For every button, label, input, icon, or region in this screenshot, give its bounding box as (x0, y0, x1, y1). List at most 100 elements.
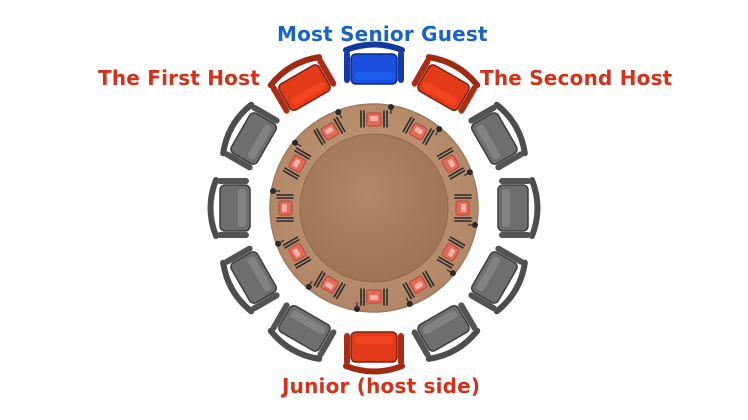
fork-0 (449, 236, 466, 247)
chair-arm-right (224, 151, 253, 171)
chair-seat-highlight (290, 310, 326, 335)
chair-backrest (425, 54, 481, 89)
fork-1 (448, 239, 464, 249)
chair-seat-highlight (422, 81, 458, 106)
place-setting-11 (313, 109, 346, 146)
label-second-host: The Second Host (480, 66, 673, 90)
wine-glass (335, 109, 342, 116)
place-setting-2 (436, 147, 473, 180)
chair-backrest (493, 259, 528, 315)
napkin-fold (447, 158, 456, 168)
chair-backrest (267, 54, 323, 89)
wine-glass (388, 104, 394, 110)
chair-guest-10 (220, 101, 280, 171)
place-setting-1 (402, 116, 443, 146)
knife-3 (313, 270, 324, 287)
knife-3 (436, 258, 453, 269)
chair-arm-left (217, 178, 249, 184)
label-junior-host-side: Junior (host side) (282, 374, 481, 398)
wine-glass (305, 283, 312, 290)
chair-guest-9 (207, 177, 251, 239)
chair-arm-right (217, 232, 249, 238)
place-setting-5 (402, 270, 435, 307)
knife-3 (295, 147, 312, 158)
napkin-fold (324, 126, 334, 135)
chair-backrest (207, 177, 219, 239)
chair-seat-highlight (290, 81, 326, 106)
label-most-senior-guest: Most Senior Guest (277, 22, 488, 46)
knife-3 (449, 169, 466, 180)
napkin-fold (370, 116, 378, 121)
chair-backrest (220, 259, 255, 315)
knife-3 (282, 236, 299, 247)
fork-0 (335, 283, 346, 300)
chair-arm-left (499, 232, 531, 238)
napkin-fold (292, 248, 301, 258)
chair-seat-highlight (247, 256, 272, 292)
wine-glass-stem (339, 114, 343, 119)
fork-0 (424, 270, 435, 287)
chair-guest-5 (411, 302, 481, 362)
chair-backrest (220, 101, 255, 157)
fork-0 (295, 258, 312, 269)
fork-1 (284, 167, 300, 177)
wine-glass (449, 270, 456, 277)
knife-2 (294, 150, 310, 160)
wine-glass-stem (297, 143, 302, 147)
chair-backrest (529, 177, 541, 239)
wine-glass (406, 300, 413, 307)
knife-3 (335, 116, 346, 133)
chair-backrest (343, 41, 405, 53)
chair-arm-left (458, 85, 478, 114)
napkin-fold (447, 248, 456, 258)
chair-seat-highlight (502, 189, 510, 227)
napkin-fold (282, 204, 287, 212)
chair-guest-4 (468, 245, 528, 315)
chair-seat-highlight (355, 72, 393, 80)
knife-2 (405, 282, 415, 298)
chair-seat-highlight (476, 124, 501, 160)
fork-1 (422, 272, 432, 288)
knife-2 (422, 128, 432, 144)
chair-arm-left (270, 302, 290, 331)
chair-most-senior-guest-0 (343, 41, 405, 85)
chair-arm-left (251, 104, 280, 124)
chair-arm-left (317, 58, 337, 87)
wine-glass (354, 306, 360, 312)
place-setting-7 (305, 270, 346, 300)
fork-0 (282, 169, 299, 180)
fork-1 (438, 150, 454, 160)
knife-3 (424, 129, 435, 146)
chairs (207, 41, 541, 375)
wine-glass-stem (280, 239, 285, 243)
chair-guest-7 (267, 302, 337, 362)
napkin-fold (324, 281, 334, 290)
chair-arm-right (398, 333, 404, 365)
chair-arm-right (317, 329, 337, 358)
chair-arm-right (468, 104, 497, 124)
wine-glass-stem (309, 280, 313, 285)
fork-1 (333, 282, 343, 298)
chair-seat-highlight (238, 189, 246, 227)
place-setting-9 (270, 188, 294, 222)
chair-backrest (493, 101, 528, 157)
place-setting-8 (275, 236, 312, 269)
place-setting-10 (282, 139, 312, 180)
chair-arm-left (344, 333, 350, 365)
chair-guest-3 (497, 177, 541, 239)
chair-backrest (343, 363, 405, 375)
chair-arm-left (468, 292, 497, 312)
knife-2 (316, 272, 326, 288)
wine-glass (472, 222, 478, 228)
napkin-fold (414, 281, 424, 290)
knife-2 (438, 256, 454, 266)
chair-seat-highlight (355, 336, 393, 344)
wine-glass-stem (405, 297, 409, 302)
place-setting-0 (360, 104, 394, 128)
chair-seat-highlight (247, 124, 272, 160)
wine-glass-stem (463, 173, 468, 177)
chair-first-host-11 (267, 54, 337, 114)
knife-3 (402, 283, 413, 300)
fork-0 (436, 147, 453, 158)
